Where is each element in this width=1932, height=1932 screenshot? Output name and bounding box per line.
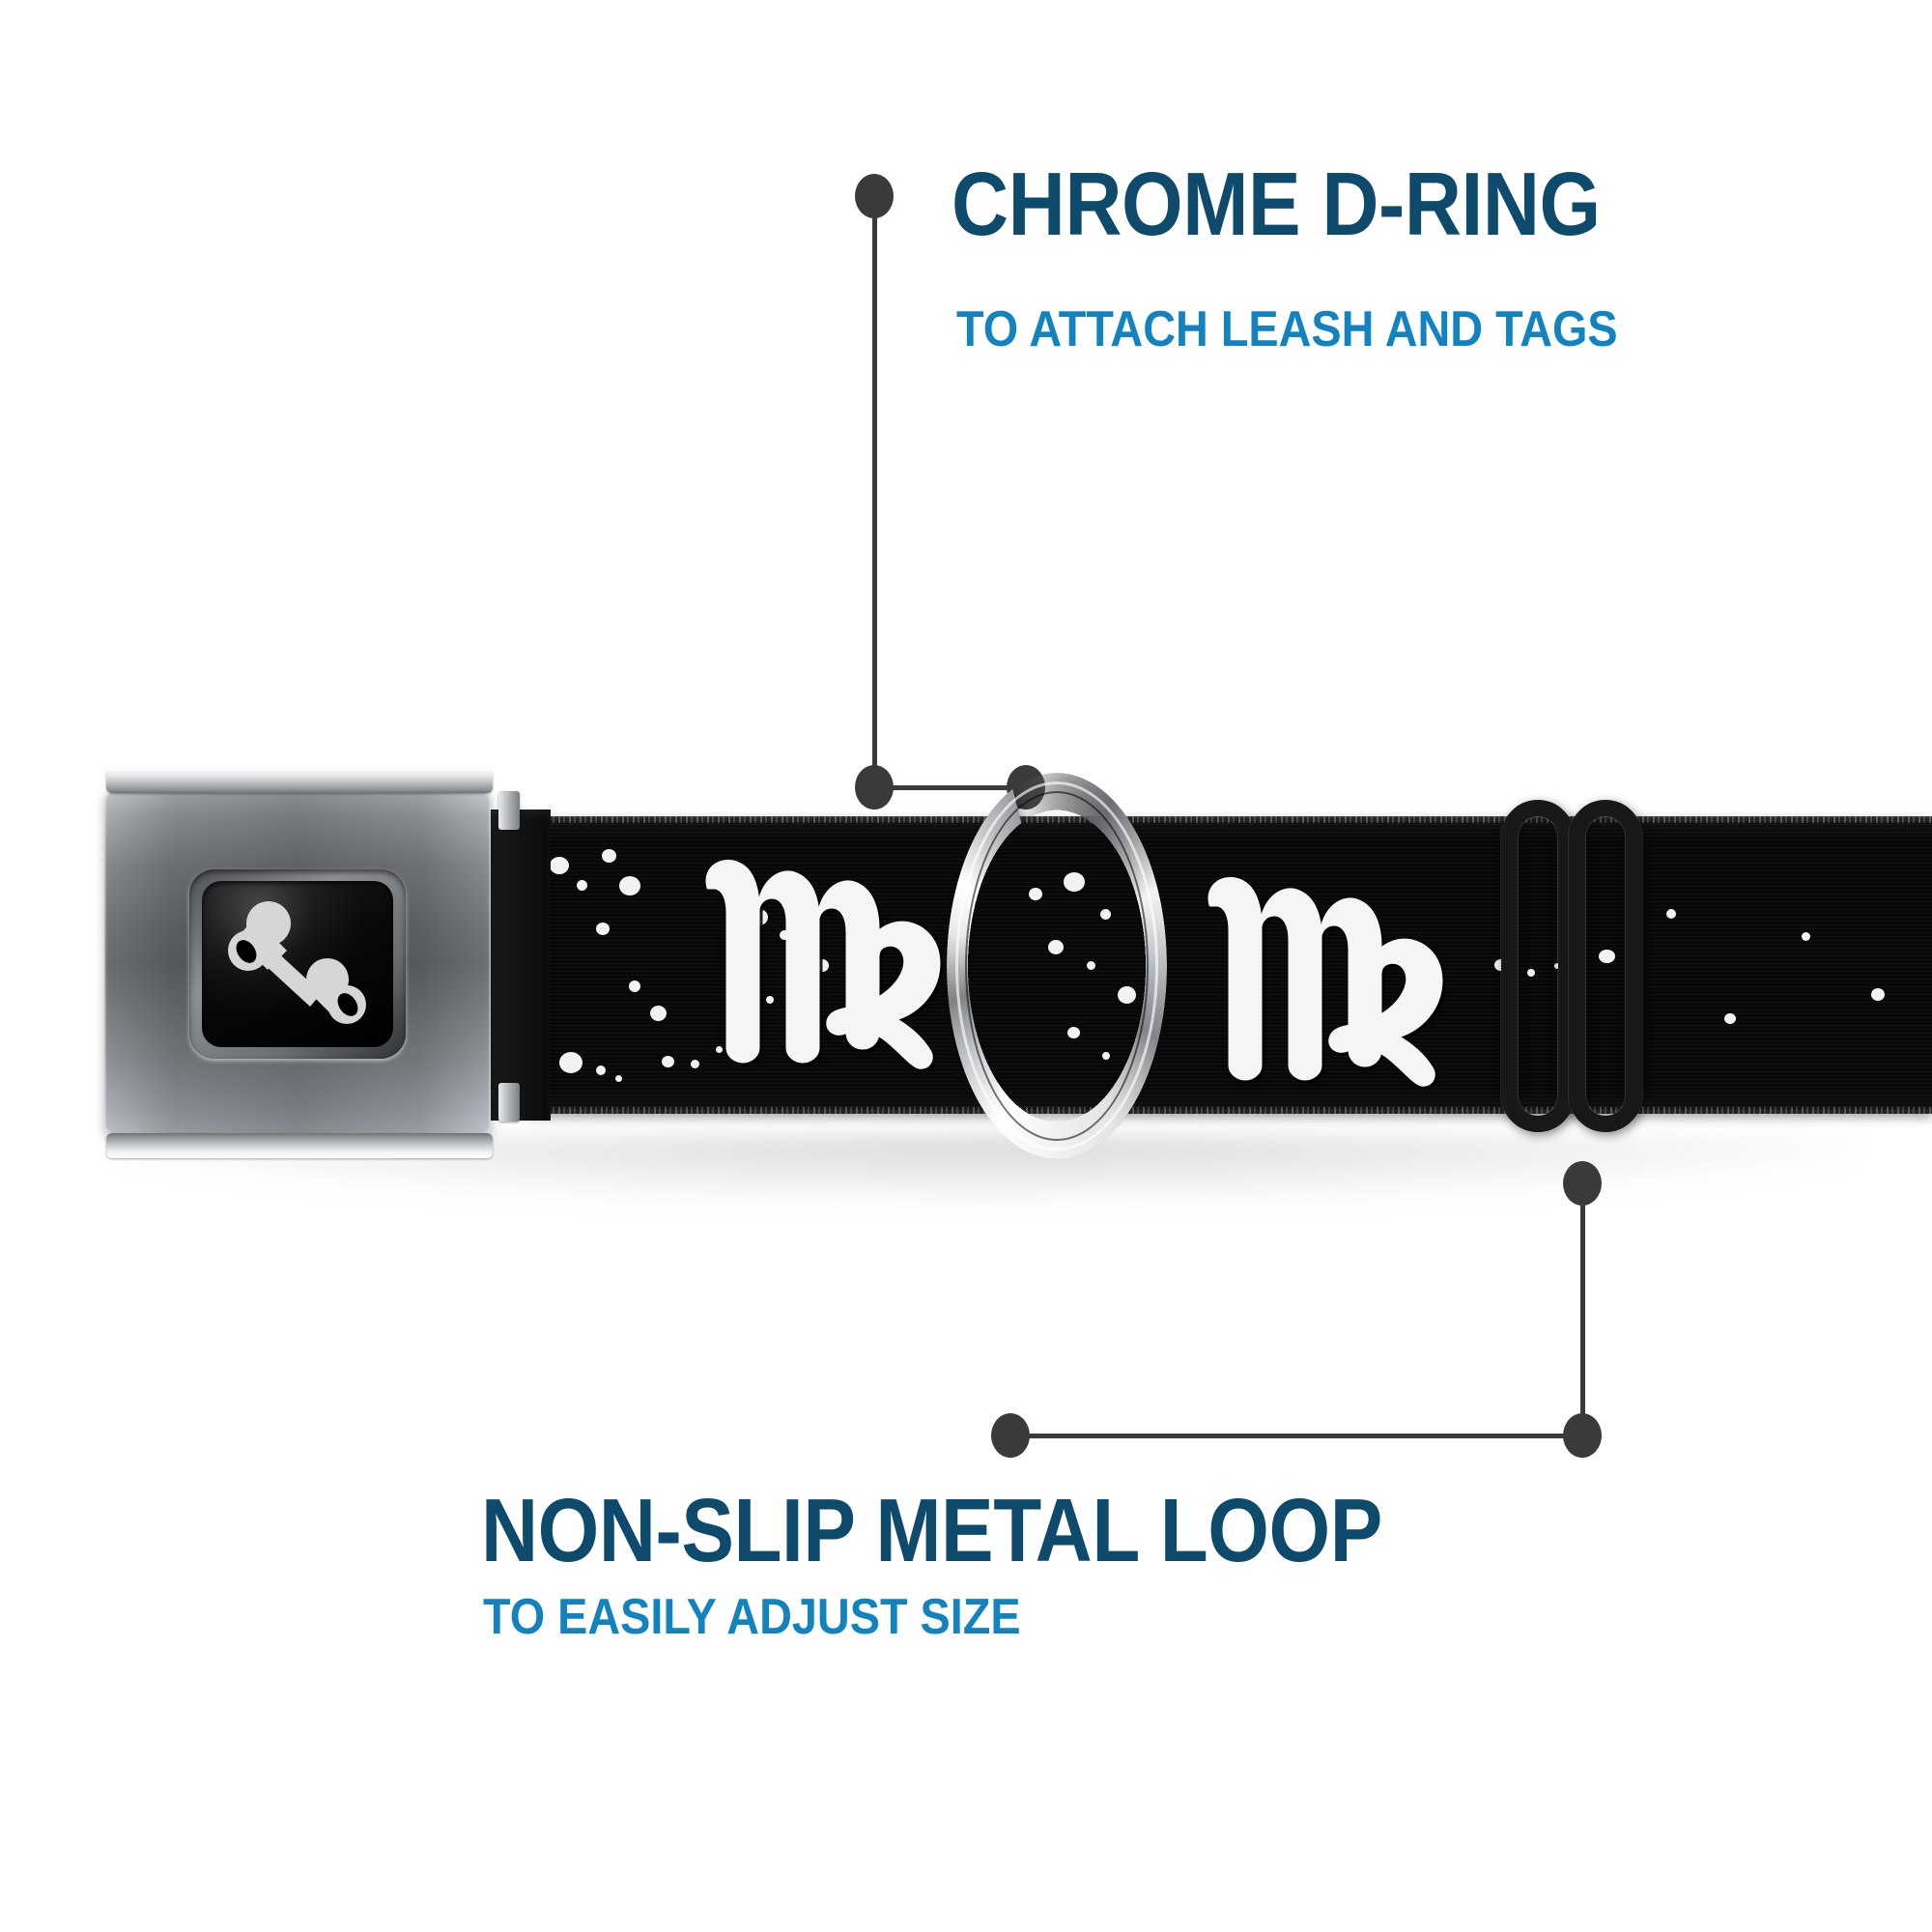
callout-line-vertical [1580, 1180, 1585, 1437]
star-dot [596, 923, 610, 935]
buckle-bottom-lip [106, 1133, 493, 1158]
loop-bar-right [1569, 800, 1642, 1132]
virgo-symbol-icon [1193, 867, 1454, 1096]
star-dot [629, 980, 640, 992]
callout-subtitle-chrome-d-ring: TO ATTACH LEASH AND TAGS [956, 301, 1618, 357]
non-slip-metal-loop [1501, 800, 1663, 1132]
star-dot [716, 1046, 723, 1053]
d-ring-highlight [955, 781, 1158, 1151]
star-dot [615, 1075, 622, 1082]
callout-line-vertical [872, 201, 877, 788]
callout-dot-label-end [991, 1413, 1030, 1458]
virgo-symbol-icon [691, 849, 952, 1079]
star-dot [1802, 932, 1810, 941]
collar-strap [526, 816, 1932, 1114]
star-dot [602, 849, 616, 863]
buckle-hinge-top [498, 791, 520, 830]
star-dot [1724, 1013, 1736, 1024]
chrome-seatbelt-buckle [104, 768, 520, 1159]
star-dot [619, 876, 640, 895]
star-dot [1871, 988, 1885, 1001]
buckle-black-plate [202, 881, 393, 1047]
callout-title-non-slip-metal-loop: NON-SLIP METAL LOOP [481, 1480, 1382, 1580]
webbing-stub [483, 810, 551, 1121]
callout-line-horizontal [1009, 1434, 1585, 1438]
star-dot [1599, 950, 1615, 963]
d-ring-shadow-edge [965, 791, 1149, 1141]
star-dot [596, 1065, 606, 1075]
star-dot [662, 1056, 674, 1067]
callout-dot-elbow [855, 765, 894, 810]
callout-dot-label-end [855, 174, 894, 218]
star-dot [559, 1052, 582, 1073]
star-dot [1554, 963, 1560, 969]
buckle-top-lip [106, 768, 493, 793]
buckle-hinge-bottom [498, 1083, 520, 1122]
star-dot [577, 880, 587, 891]
star-dot [691, 1060, 699, 1068]
loop-bar-left [1501, 800, 1575, 1132]
star-dot [550, 857, 569, 874]
star-dot [650, 1006, 667, 1021]
star-dot [1527, 969, 1535, 977]
callout-title-chrome-d-ring: CHROME D-RING [952, 154, 1601, 254]
chrome-d-ring [947, 773, 1167, 1159]
callout-subtitle-non-slip-metal-loop: TO EASILY ADJUST SIZE [483, 1589, 1021, 1645]
dog-bone-icon [225, 900, 370, 1028]
star-dot [1666, 909, 1676, 919]
callout-dot-anchor-loop [1563, 1161, 1602, 1206]
strap-edge-bottom [526, 1107, 1932, 1114]
strap-edge-top [526, 816, 1932, 823]
star-dot [766, 996, 774, 1004]
callout-dot-elbow [1563, 1413, 1602, 1458]
callout-line-horizontal [872, 785, 1027, 790]
star-dot [780, 930, 789, 940]
